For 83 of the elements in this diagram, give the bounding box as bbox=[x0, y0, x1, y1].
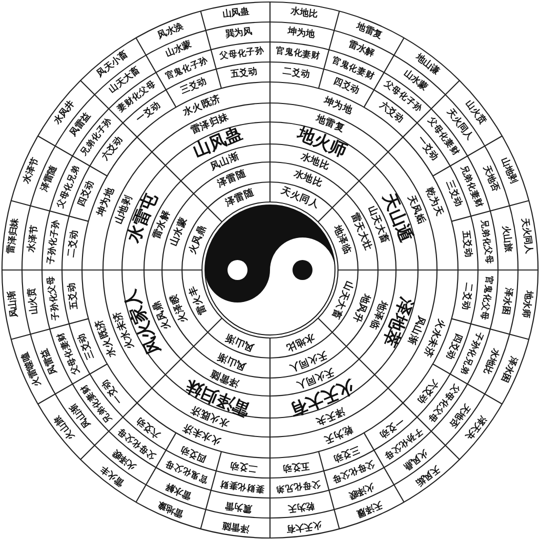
ring-text: 水地比 bbox=[480, 346, 500, 376]
ring-text: 三爻动 bbox=[180, 78, 208, 96]
ring-text: 官鬼化父母 bbox=[478, 276, 494, 322]
ring-text: 坤为地 bbox=[287, 28, 316, 40]
ring-text: 子孙化父母 bbox=[46, 276, 61, 322]
ring-text: 地泽临 bbox=[332, 224, 352, 256]
ring-text: 火风鼎 bbox=[188, 224, 208, 256]
ring-text: 兄弟化父母 bbox=[478, 218, 494, 264]
ring-text: 地水师 bbox=[520, 290, 532, 318]
ring-text: 父母化子孙 bbox=[218, 46, 264, 61]
ring-text: 火天大有 bbox=[285, 518, 322, 533]
ring-text: 六爻动 bbox=[136, 415, 163, 439]
ring-text: 官鬼化妻财 bbox=[276, 46, 322, 61]
ring-text: 风水涣 bbox=[157, 22, 186, 41]
ring-text: 乾为天 bbox=[322, 424, 354, 444]
ring-text: 地雷复 bbox=[354, 22, 383, 41]
ring-text: 火山旅 bbox=[500, 224, 512, 253]
ring-text: 五爻动 bbox=[460, 230, 473, 258]
ring-text: 风雷益 bbox=[40, 346, 60, 376]
ring-text: 山水蒙 bbox=[401, 69, 428, 93]
ring-text: 乾为天 bbox=[287, 500, 316, 512]
ring-text: 火泽睽 bbox=[112, 447, 139, 471]
ring-text: 水泽节 bbox=[28, 224, 40, 253]
ring-text: 父母化兄弟 bbox=[276, 478, 322, 494]
ring-text: 风雷益 bbox=[69, 112, 93, 139]
ring-text: 雷水解 bbox=[346, 40, 376, 60]
ring-text: 巽为风 bbox=[224, 28, 253, 40]
ring-text: 二爻动 bbox=[67, 230, 80, 258]
ring-text: 坤为地 bbox=[322, 96, 354, 116]
ring-text: 坤为地 bbox=[96, 186, 116, 218]
ring-text: 五爻动 bbox=[230, 67, 258, 80]
ring-text: 三爻动 bbox=[444, 180, 462, 208]
ring-text: 一爻动 bbox=[415, 136, 439, 163]
ring-text: 泽雷随 bbox=[224, 188, 256, 208]
ring-text: 天地否 bbox=[447, 401, 471, 428]
ring-text: 泽水困 bbox=[500, 287, 512, 316]
ring-text: 三爻动 bbox=[78, 332, 96, 360]
ring-text: 震为雷 bbox=[224, 500, 253, 512]
ring-text: 火泽睽 bbox=[169, 292, 190, 324]
ring-text: 一爻动 bbox=[136, 101, 163, 125]
ring-text: 风山渐 bbox=[8, 290, 20, 318]
ring-text: 雷水解 bbox=[164, 480, 194, 500]
ring-text: 风山渐 bbox=[216, 350, 248, 371]
ring-text: 乾为天 bbox=[424, 186, 444, 218]
ring-text: 一爻动 bbox=[377, 415, 404, 439]
ring-text: 山风蛊 bbox=[222, 8, 250, 20]
ring-text: 水地比 bbox=[284, 332, 316, 352]
ring-text: 泽水困 bbox=[499, 354, 518, 383]
ring-text: 风山渐 bbox=[224, 332, 256, 352]
ring-text: 雷火丰 bbox=[188, 284, 208, 316]
ring-text: 一爻动 bbox=[101, 377, 125, 404]
ring-text: 天泽履 bbox=[354, 499, 383, 518]
ring-text: 雷地豫 bbox=[157, 499, 186, 518]
ring-text: 天地否 bbox=[480, 164, 500, 194]
ring-text: 五爻动 bbox=[67, 282, 80, 310]
ring-text: 六爻动 bbox=[101, 136, 125, 163]
ring-text: 二爻动 bbox=[282, 67, 310, 80]
ring-text: 山水蒙 bbox=[164, 40, 194, 60]
ring-text: 雷泽归妹 bbox=[7, 218, 22, 255]
ring-text: 二爻动 bbox=[230, 460, 258, 473]
ring-text: 泽雷随 bbox=[222, 520, 250, 532]
ring-text: 子孙化子孙 bbox=[46, 218, 61, 264]
ring-text: 三爻动 bbox=[332, 444, 360, 462]
ring-text: 泽雷随 bbox=[40, 164, 60, 194]
ring-text: 天火同人 bbox=[518, 218, 533, 255]
ring-text: 水泽节 bbox=[22, 157, 41, 186]
ring-text: 地雷复 bbox=[314, 114, 346, 135]
ring-text: 妻财化妻财 bbox=[218, 478, 264, 494]
ring-text: 六爻动 bbox=[415, 377, 439, 404]
ring-text: 五爻动 bbox=[282, 460, 310, 473]
ring-text: 火泽睽 bbox=[346, 480, 376, 500]
ring-text: 六爻动 bbox=[377, 101, 404, 125]
ring-text: 二爻动 bbox=[460, 282, 473, 310]
ring-text: 四爻动 bbox=[78, 180, 96, 208]
ring-text: 四爻动 bbox=[180, 444, 208, 462]
ring-text: 四爻动 bbox=[444, 332, 462, 360]
ring-text: 山地剥 bbox=[499, 157, 518, 186]
ring-text: 水地比 bbox=[290, 8, 318, 20]
ring-text: 山火贲 bbox=[28, 287, 40, 316]
ring-text: 泽雷随 bbox=[216, 169, 248, 190]
ring-text: 四爻动 bbox=[332, 78, 360, 96]
ring-text: 山水蒙 bbox=[169, 216, 190, 248]
ring-text: 火风鼎 bbox=[401, 447, 428, 471]
